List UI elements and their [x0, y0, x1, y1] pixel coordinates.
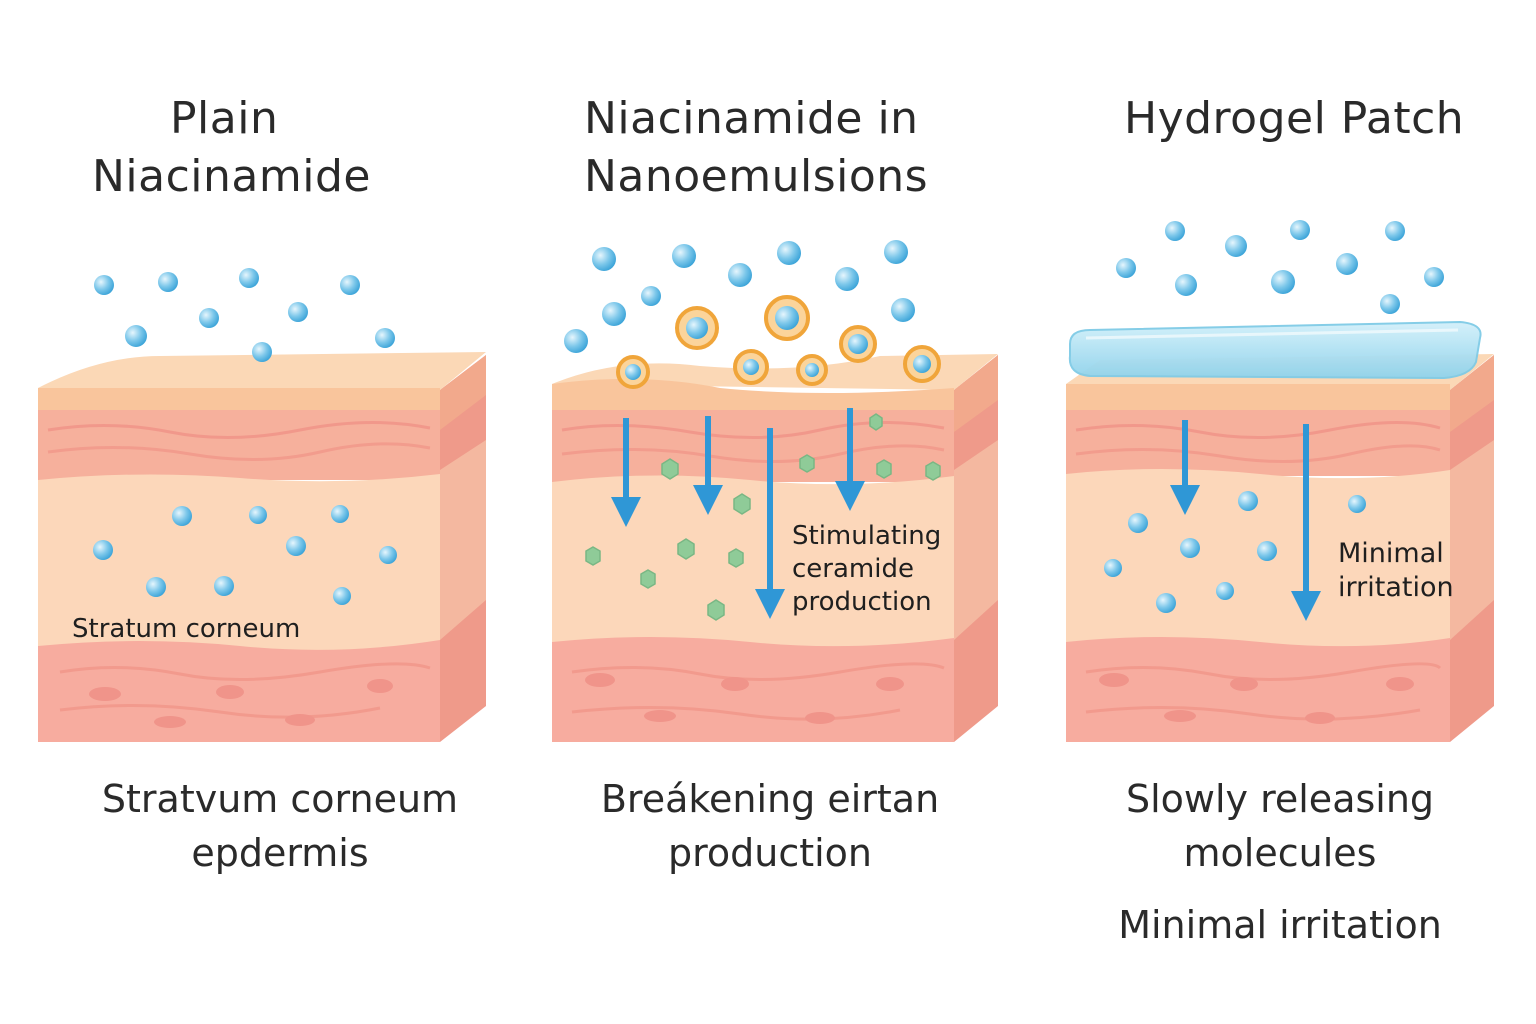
label-line: Minimal: [1338, 538, 1444, 569]
label-minimal-irritation: Minimal irritation: [1338, 537, 1454, 605]
molecules-nanoemulsion: [564, 240, 915, 353]
title-line: Nanoemulsions: [584, 151, 929, 202]
label-line: ceramide: [792, 554, 914, 584]
caption-hydrogel-extra: Minimal irritation: [1118, 903, 1442, 947]
caption-line: molecules: [1183, 831, 1377, 875]
ceramide-hexagons: [585, 413, 941, 621]
label-line: production: [792, 587, 932, 617]
title-line: Niacinamide: [92, 151, 371, 202]
panel-title-hydrogel: Hydrogel Patch: [1124, 90, 1464, 148]
hydrogel-patch: [1068, 320, 1482, 380]
title-line: Hydrogel Patch: [1124, 93, 1465, 144]
title-line: Plain: [170, 93, 279, 144]
molecules-hydrogel: [1104, 220, 1444, 613]
molecules-plain: [93, 268, 397, 605]
label-line: Stimulating: [792, 521, 942, 551]
penetration-arrows-nanoemulsion: [611, 408, 865, 619]
panel-title-plain: Plain Niacinamide: [92, 90, 371, 206]
caption-line: epdermis: [191, 831, 369, 875]
nanoemulsion-droplets: [616, 295, 941, 389]
caption-line: Stratvum corneum: [101, 777, 459, 821]
caption-nanoemulsion: Breákening eirtan production: [560, 772, 980, 880]
caption-line: Slowly releasing: [1125, 777, 1435, 821]
release-arrows-hydrogel: [1170, 420, 1321, 621]
title-line: Niacinamide in: [584, 93, 919, 144]
skin-block-nanoemulsion: [552, 354, 998, 742]
layer-label-stratum-corneum: Stratum corneum: [72, 614, 301, 644]
skin-block-plain: [38, 352, 486, 742]
caption-line: production: [667, 831, 873, 875]
caption-line: Breákening eirtan: [600, 777, 940, 821]
caption-plain: Stratvum corneum epdermis: [80, 772, 480, 880]
caption-hydrogel: Slowly releasing molecules: [1070, 772, 1490, 880]
label-line: irritation: [1338, 572, 1454, 603]
label-stimulating-ceramide: Stimulating ceramide production: [792, 520, 941, 619]
panel-title-nanoemulsion: Niacinamide in Nanoemulsions: [584, 90, 928, 206]
